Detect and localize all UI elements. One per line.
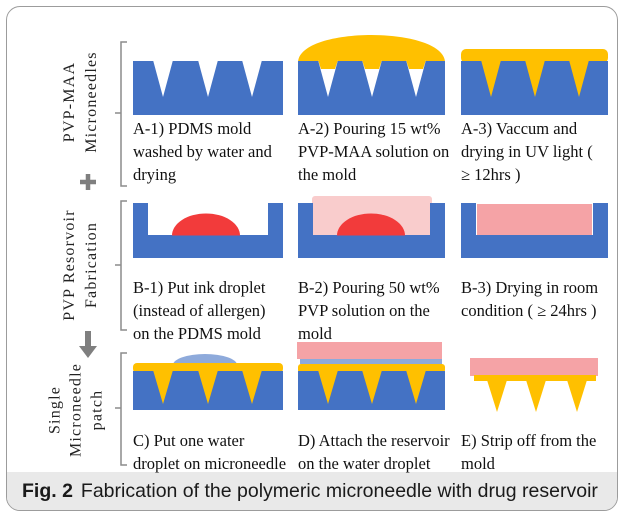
pdms-well-mold (133, 203, 283, 258)
step-text-line: B-2) Pouring 50 wt% (298, 278, 440, 297)
row-label-line: patch (88, 389, 106, 431)
caption-label: Fig. 2 (22, 480, 73, 502)
row-label-line: Fabrication (83, 221, 100, 309)
bracket-reservoir (115, 200, 127, 331)
mold-cavity (318, 60, 338, 97)
step-e-graphic (470, 358, 598, 412)
mold-cavity (153, 60, 173, 97)
microneedle (481, 60, 501, 97)
solution-in-cavity (362, 60, 382, 69)
step-text-line: (instead of allergen) (133, 301, 266, 320)
row-label-line: Single (46, 385, 64, 435)
step-b2-graphic (298, 196, 445, 258)
step-text-line: B-3) Drying in room (461, 278, 599, 297)
microneedle (567, 380, 587, 412)
step-text-line: A-3) Vaccum and (461, 119, 578, 138)
step-a3-graphic (461, 49, 608, 115)
down-arrow-icon (79, 331, 97, 358)
row-label-reservoir: PVP Resorvoir Fabrication (59, 209, 103, 320)
pvp-reservoir (297, 342, 442, 359)
step-c-graphic (133, 354, 283, 410)
step-a2-graphic (298, 35, 445, 115)
caption-text: Fabrication of the polymeric microneedle… (80, 480, 598, 502)
step-text-line: on the PDMS mold (133, 324, 261, 343)
microneedle (525, 60, 545, 97)
bracket-patch (115, 352, 127, 466)
water-droplet (173, 354, 237, 365)
water-layer (300, 359, 442, 364)
mold-cavity (406, 60, 426, 97)
microneedle (242, 370, 262, 404)
ink-droplet (337, 213, 405, 236)
step-d-graphic (297, 342, 445, 410)
row-label-line: Microneedles (83, 51, 100, 153)
step-text-line: E) Strip off from the (461, 431, 597, 450)
step-text-line: D) Attach the reservoir (298, 431, 450, 450)
step-text-line: the mold (298, 165, 357, 184)
pdms-well-mold (298, 203, 445, 258)
step-text-line: A-2) Pouring 15 wt% (298, 119, 441, 138)
step-text-line: ≥ 12hrs ) (461, 165, 521, 184)
step-text-line: washed by water and (133, 142, 272, 161)
figure-caption: Fig. 2 Fabrication of the polymeric micro… (7, 472, 617, 510)
step-text-line: PVP solution on the (298, 301, 430, 320)
step-a2-text: A-2) Pouring 15 wt% PVP-MAA solution on … (298, 117, 449, 186)
row-label-patch: Single Microneedle patch (45, 363, 108, 457)
pvp-maa-solution-dome (298, 35, 445, 62)
row-label-line: Microneedle (67, 362, 85, 458)
pdms-well-mold (461, 203, 608, 258)
plus-icon (80, 174, 96, 190)
step-text-line: on the water droplet (298, 454, 431, 473)
step-text-line: A-1) PDMS mold (133, 119, 252, 138)
mold-cavity (242, 60, 262, 97)
step-a3-text: A-3) Vaccum and drying in UV light ( ≥ 1… (461, 117, 593, 186)
step-text-line: drying in UV light ( (461, 142, 593, 161)
microneedle (569, 60, 589, 97)
step-b3-text: B-3) Drying in room condition ( ≥ 24hrs … (461, 276, 598, 322)
step-b1-graphic (133, 203, 283, 258)
step-text-line: mold (298, 324, 332, 343)
step-text-line: PVP-MAA solution on (298, 142, 450, 161)
microneedle (406, 370, 426, 404)
step-c-text: C) Put one water droplet on microneedle (133, 429, 286, 475)
step-text-line: condition ( ≥ 24hrs ) (461, 301, 597, 320)
step-b2-text: B-2) Pouring 50 wt% PVP solution on the … (298, 276, 440, 345)
step-b1-text: B-1) Put ink droplet (instead of allerge… (133, 276, 266, 345)
row-label-line: PVP-MAA (61, 61, 78, 143)
pvp-maa-layer (474, 375, 596, 381)
step-text-line: mold (461, 454, 495, 473)
solution-in-cavity (406, 60, 426, 69)
mold-cavity (362, 60, 382, 97)
pvp-reservoir (470, 358, 598, 376)
bracket-microneedles (115, 41, 127, 187)
step-text-line: C) Put one water (133, 431, 245, 450)
microneedle (487, 380, 507, 412)
pvp-maa-layer (461, 49, 608, 63)
solution-in-cavity (318, 60, 338, 69)
step-text-line: B-1) Put ink droplet (133, 278, 266, 297)
microneedle (198, 370, 218, 404)
down-arrow-head (79, 346, 97, 358)
pvp-reservoir (477, 204, 592, 235)
figure-frame: Fig. 2 Fabrication of the polymeric micro… (6, 6, 618, 511)
microneedle (318, 370, 338, 404)
microneedle (362, 370, 382, 404)
row-label-line: PVP Resorvoir (61, 209, 78, 321)
ink-droplet (172, 213, 240, 236)
microneedle (526, 380, 546, 412)
step-b3-graphic (461, 203, 608, 258)
step-text-line: drying (133, 165, 177, 184)
step-text-line: droplet on microneedle (133, 454, 287, 473)
step-a1-graphic (133, 60, 283, 115)
row-label-microneedles: PVP-MAA Microneedles (59, 51, 103, 152)
step-e-text: E) Strip off from the mold (461, 429, 596, 475)
down-arrow-shaft (85, 331, 91, 347)
step-a1-text: A-1) PDMS mold washed by water and dryin… (133, 117, 272, 186)
microneedle (153, 370, 173, 404)
mold-cavity (198, 60, 218, 97)
step-d-text: D) Attach the reservoir on the water dro… (298, 429, 450, 475)
